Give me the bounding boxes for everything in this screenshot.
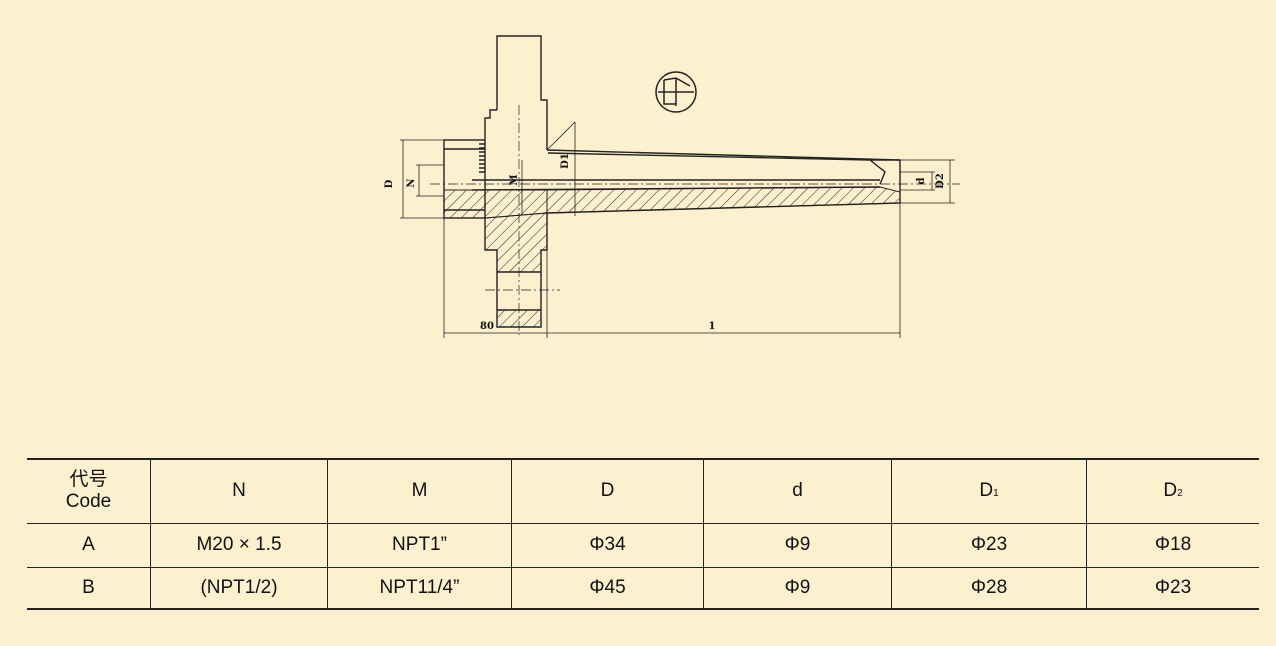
header-code-en: Code bbox=[65, 491, 112, 513]
dim-label-insert-length: 1 bbox=[709, 321, 716, 332]
first-angle-projection-icon bbox=[655, 71, 697, 113]
header-D: D bbox=[511, 459, 704, 523]
cell-D1: Φ23 bbox=[891, 523, 1087, 567]
dim-label-N: N bbox=[406, 178, 417, 187]
dimension-lines bbox=[400, 121, 955, 338]
cell-code: A bbox=[82, 534, 95, 555]
cell-D2: Φ23 bbox=[1086, 567, 1259, 609]
cell-D2: Φ18 bbox=[1086, 523, 1259, 567]
dim-label-flange-length: 80 bbox=[480, 321, 494, 332]
table-row: A M20 × 1.5 NPT1” Φ34 Φ9 Φ23 Φ18 bbox=[27, 523, 1259, 567]
dim-label-d: d bbox=[916, 178, 927, 185]
technical-drawing: D N M D1 d D2 80 1 bbox=[384, 35, 960, 338]
cell-D: Φ34 bbox=[511, 523, 704, 567]
table-header-row: 代号 Code N M D d D1 D2 bbox=[27, 459, 1259, 523]
header-code: 代号 Code bbox=[27, 459, 151, 523]
header-D2: D2 bbox=[1086, 459, 1259, 523]
header-D1-sub: 1 bbox=[993, 488, 999, 500]
cell-code: B bbox=[82, 576, 95, 598]
center-lines bbox=[430, 105, 960, 335]
table-row: B (NPT1/2) NPT11/4” Φ45 Φ9 Φ28 Φ23 bbox=[27, 567, 1259, 609]
header-d: d bbox=[703, 459, 892, 523]
section-hatching bbox=[443, 186, 901, 328]
header-n: N bbox=[150, 459, 328, 523]
header-code-cn: 代号 bbox=[69, 469, 108, 491]
dim-label-M: M bbox=[509, 174, 520, 185]
dim-label-D: D bbox=[384, 179, 395, 188]
header-D2-sub: 2 bbox=[1177, 488, 1183, 500]
cell-d: Φ9 bbox=[703, 523, 892, 567]
dim-label-D1: D1 bbox=[560, 153, 571, 169]
cell-D: Φ45 bbox=[511, 567, 704, 609]
header-D1-main: D bbox=[979, 480, 994, 502]
cell-m: NPT11/4” bbox=[327, 567, 512, 609]
cell-n: (NPT1/2) bbox=[150, 567, 328, 609]
spec-table: 代号 Code N M D d D1 D2 A M20 × 1.5 NPT1” … bbox=[27, 458, 1259, 610]
cell-n: M20 × 1.5 bbox=[150, 523, 328, 567]
header-D1: D1 bbox=[891, 459, 1087, 523]
cell-d: Φ9 bbox=[703, 567, 892, 609]
header-m: M bbox=[327, 459, 512, 523]
header-D2-main: D bbox=[1163, 480, 1178, 502]
dim-label-D2: D2 bbox=[935, 173, 946, 189]
cell-m: NPT1” bbox=[327, 523, 512, 567]
cell-D1: Φ28 bbox=[891, 567, 1087, 609]
